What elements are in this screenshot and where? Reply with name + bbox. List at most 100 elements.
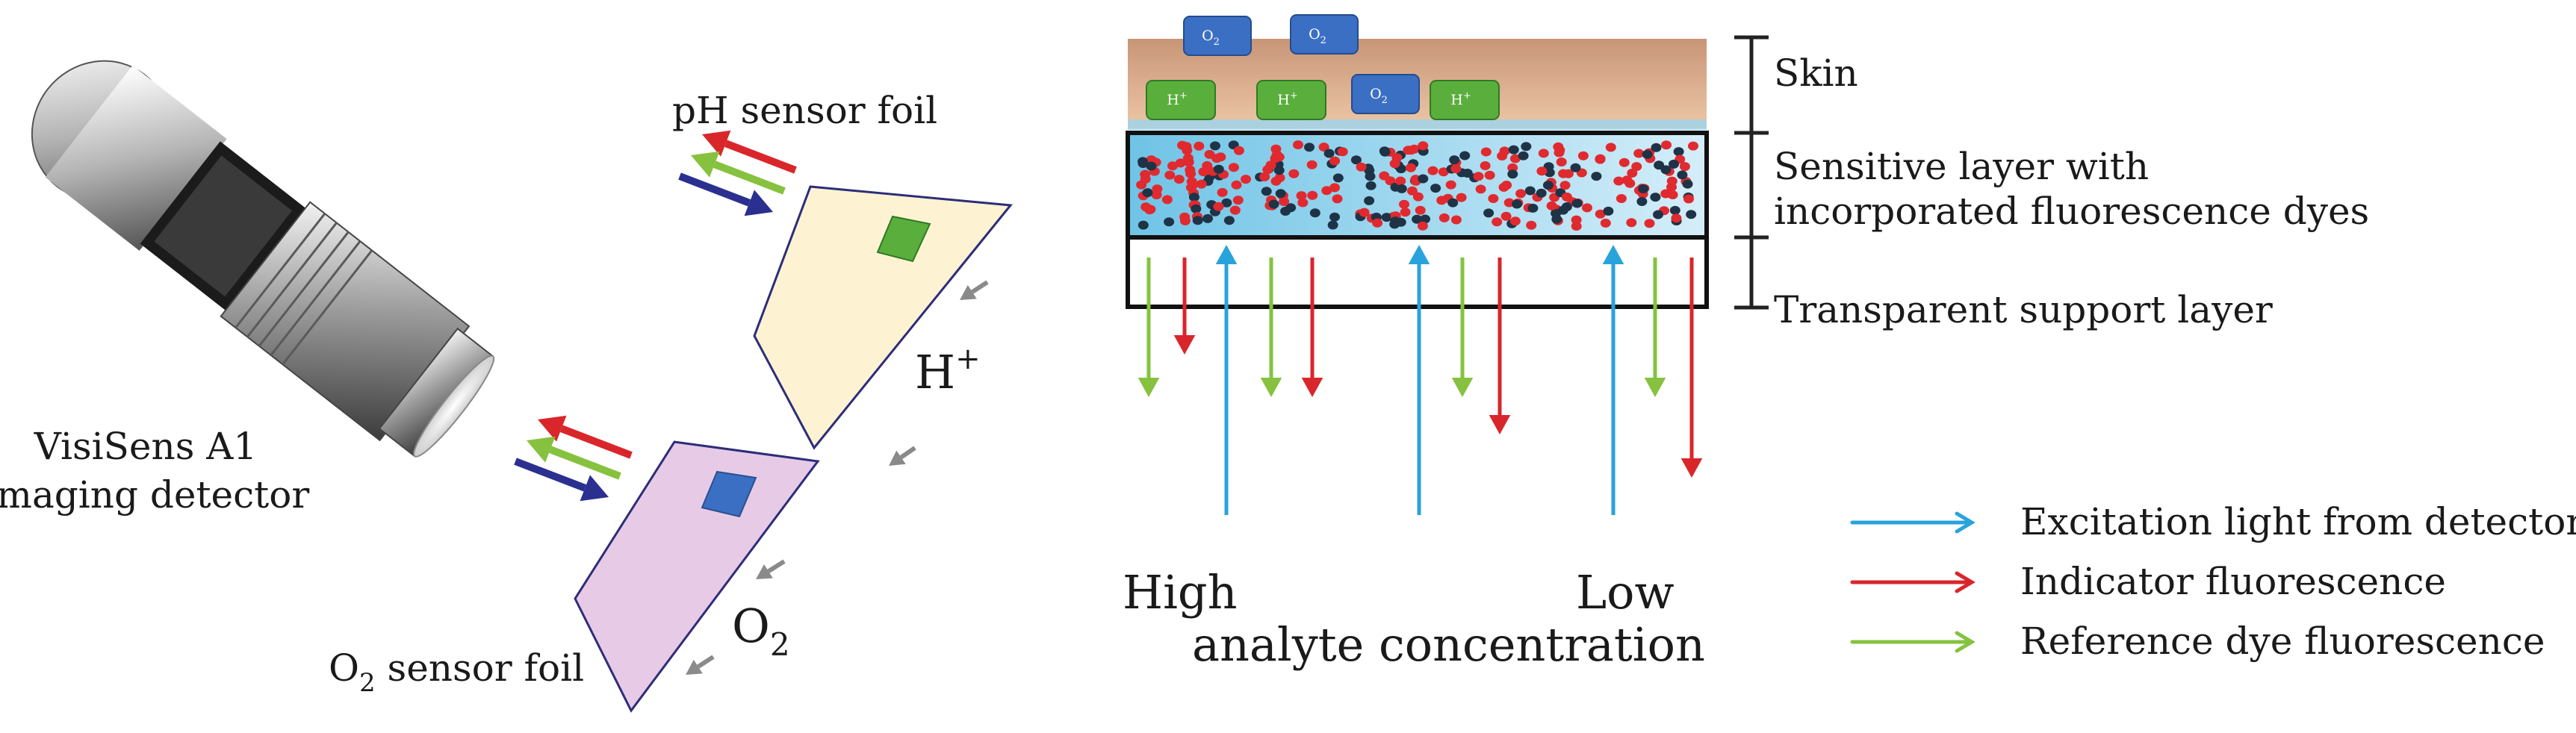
reference-dye-dot bbox=[1280, 207, 1291, 216]
indicator-dye-dot bbox=[1372, 218, 1383, 228]
indicator-dye-dot bbox=[1671, 213, 1682, 223]
reference-dye-dot bbox=[1379, 146, 1390, 156]
reference-dye-dot bbox=[1221, 198, 1232, 208]
imaging-detector-icon bbox=[31, 60, 495, 458]
reference-dye-dot bbox=[1164, 217, 1175, 227]
reference-dye-dot bbox=[1638, 184, 1649, 193]
reference-dye-dot bbox=[1191, 204, 1202, 213]
indicator-dye-dot bbox=[1167, 161, 1178, 171]
reference-dye-dot bbox=[1268, 199, 1279, 209]
reference-dye-dot bbox=[1202, 213, 1213, 223]
indicator-dye-dot bbox=[1556, 157, 1567, 166]
excitation-arrow-high bbox=[1215, 245, 1238, 515]
indicator-dye-dot bbox=[1618, 157, 1630, 167]
indicator-dye-dot bbox=[1509, 154, 1521, 163]
reference-dye-dot bbox=[1673, 147, 1684, 157]
indicator-dye-dot bbox=[1626, 218, 1637, 228]
indicator-dye-dot bbox=[1600, 218, 1611, 228]
legend-arrow-2 bbox=[1850, 571, 1976, 593]
reference-dye-dot bbox=[1653, 210, 1663, 219]
reference-dye-dot bbox=[1459, 151, 1471, 160]
o2-sensitive-spot bbox=[701, 470, 757, 518]
indicator-dye-dot bbox=[1558, 169, 1569, 178]
legend-arrow-1 bbox=[1850, 511, 1976, 534]
svg-text:O2: O2 bbox=[1370, 86, 1388, 106]
indicator-dye-dot bbox=[1621, 175, 1633, 185]
reference-dye-dot bbox=[1650, 193, 1661, 202]
ph-grey-arrow-1 bbox=[960, 280, 989, 300]
o2-grey-arrow-1 bbox=[756, 559, 786, 579]
reference-dye-dot bbox=[1329, 212, 1340, 222]
detector-o2-arrows bbox=[514, 415, 633, 502]
indicator-dye-dot bbox=[1571, 222, 1582, 231]
indicator-dye-dot bbox=[1215, 152, 1226, 162]
indicator-arrow-mid bbox=[1489, 258, 1511, 434]
reference-dye-dot bbox=[1591, 172, 1602, 181]
indicator-dye-dot bbox=[1204, 149, 1215, 159]
o2-chip-2: O2 bbox=[1290, 14, 1359, 54]
indicator-dye-dot bbox=[1194, 141, 1205, 151]
indicator-dye-dot bbox=[1233, 146, 1244, 155]
indicator-dye-dot bbox=[1274, 173, 1285, 183]
o2-foil-label: O2 sensor foil bbox=[329, 646, 584, 698]
indicator-dye-dot bbox=[1666, 176, 1677, 186]
legend: Excitation light from detectorIndicator … bbox=[1850, 500, 2576, 663]
indicator-dye-dot bbox=[1661, 140, 1672, 150]
reference-dye-dot bbox=[1142, 188, 1153, 198]
reference-dye-dot bbox=[1682, 179, 1693, 189]
reference-dye-dot bbox=[1192, 216, 1203, 225]
reference-dye-dot bbox=[1527, 203, 1539, 213]
indicator-dye-dot bbox=[1515, 189, 1527, 199]
legend-arrow-3 bbox=[1850, 631, 1976, 653]
indicator-dye-dot bbox=[1660, 189, 1672, 199]
legend-label-1: Excitation light from detector bbox=[2020, 500, 2576, 543]
indicator-dye-dot bbox=[1213, 202, 1224, 211]
indicator-dye-dot bbox=[1450, 215, 1462, 225]
indicator-dye-dot bbox=[1379, 171, 1390, 181]
indicator-dye-dot bbox=[1241, 175, 1251, 184]
detector-name-line2: Imaging detector bbox=[0, 473, 309, 517]
reference-dye-dot bbox=[1571, 199, 1583, 208]
reference-dye-dot bbox=[1669, 159, 1679, 169]
reference-dye-dot bbox=[1686, 210, 1697, 219]
indicator-dye-dot bbox=[1144, 205, 1155, 215]
indicator-dye-dot bbox=[1627, 168, 1638, 178]
indicator-dye-dot bbox=[1403, 146, 1414, 155]
indicator-dye-dot bbox=[1561, 192, 1572, 202]
indicator-dye-dot bbox=[1359, 208, 1370, 217]
indicator-dye-dot bbox=[1480, 161, 1491, 170]
reference-dye-dot bbox=[1561, 202, 1572, 211]
layer-bracket bbox=[1734, 35, 1769, 310]
reference-dye-dot bbox=[1210, 141, 1220, 151]
indicator-dye-dot bbox=[1202, 166, 1213, 175]
svg-text:H+: H+ bbox=[1167, 90, 1187, 108]
o2-chip-1: O2 bbox=[1183, 16, 1252, 56]
reference-dye-dot bbox=[1449, 155, 1460, 165]
reference-dye-dot bbox=[1273, 166, 1285, 175]
detector-ph-arrows bbox=[678, 130, 797, 216]
concentration-caption: analyte concentration bbox=[1192, 617, 1705, 672]
indicator-dye-dot bbox=[1475, 184, 1486, 194]
ph-grey-arrow-2 bbox=[889, 446, 916, 466]
reference-dye-dot bbox=[1304, 143, 1315, 152]
indicator-dye-dot bbox=[1279, 197, 1290, 206]
o2-foil-small-arrows bbox=[686, 559, 786, 675]
indicator-dye-dot bbox=[1595, 155, 1606, 164]
reference-dye-dot bbox=[1524, 186, 1536, 196]
indicator-dye-dot bbox=[1412, 192, 1424, 202]
h-chip-2: H+ bbox=[1256, 80, 1326, 120]
reference-dye-dot bbox=[1677, 170, 1688, 180]
reference-dye-dot bbox=[1412, 214, 1423, 224]
reference-dye-dot bbox=[1551, 214, 1562, 224]
indicator-dye-dot bbox=[1406, 186, 1418, 196]
reference-dye-dot bbox=[1420, 214, 1430, 224]
low-label: Low bbox=[1576, 565, 1675, 620]
indicator-dye-dot bbox=[1559, 181, 1571, 190]
reference-dye-dot bbox=[1309, 208, 1320, 218]
indicator-dye-dot bbox=[1616, 194, 1627, 203]
indicator-dye-dot bbox=[1427, 166, 1438, 175]
indicator-dye-dot bbox=[1187, 181, 1198, 190]
indicator-dye-dot bbox=[1436, 196, 1447, 205]
upper-green-arrow bbox=[691, 151, 786, 195]
